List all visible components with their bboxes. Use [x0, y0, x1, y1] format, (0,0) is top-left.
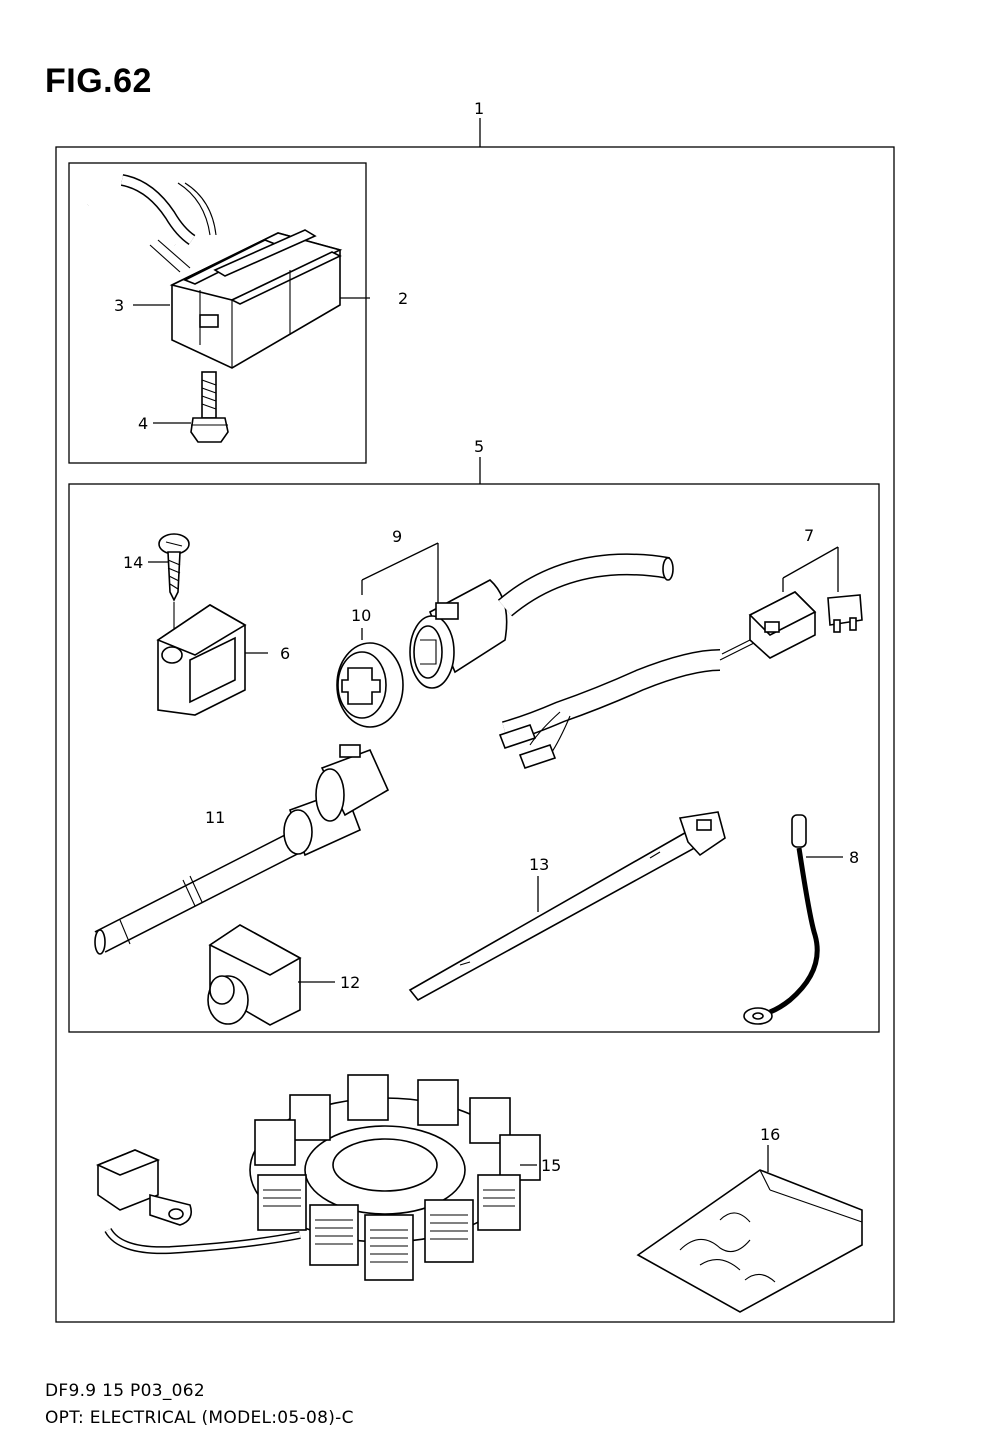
bolt-icon [190, 371, 229, 443]
lead-wire-icon [94, 744, 390, 955]
regulator-frame [68, 162, 367, 464]
figure-code: DF9.9 15 P03_062 [45, 1381, 205, 1401]
ground-wire-icon [743, 814, 820, 1025]
fuse-icon [827, 594, 863, 633]
callout-2: 2 [398, 289, 408, 308]
harness-kit-frame [68, 483, 880, 1033]
callout-9: 9 [392, 527, 402, 546]
callout-3: 3 [114, 296, 124, 315]
figure-description: OPT: ELECTRICAL (MODEL:05-08)-C [45, 1408, 354, 1428]
wire-harness-icon [498, 591, 817, 770]
kit-frame [55, 146, 895, 1323]
callout-11: 11 [205, 808, 225, 827]
callout-5: 5 [474, 437, 484, 456]
parts-bag-icon [636, 1169, 863, 1313]
connector-icon [409, 579, 508, 689]
callout-14: 14 [123, 553, 143, 572]
callout-13: 13 [529, 855, 549, 874]
grommet-icon [207, 924, 302, 1026]
callout-1: 1 [474, 99, 484, 118]
callout-7: 7 [804, 526, 814, 545]
callout-6: 6 [280, 644, 290, 663]
clamp-icon [156, 604, 247, 716]
lead-wire-icon [497, 553, 674, 617]
screw-icon [158, 533, 190, 640]
callout-8: 8 [849, 848, 859, 867]
callout-10: 10 [351, 606, 371, 625]
callout-15: 15 [541, 1156, 561, 1175]
rectifier-icon [85, 174, 343, 369]
connector-cap-icon [336, 642, 404, 728]
callout-12: 12 [340, 973, 360, 992]
figure-title: FIG.62 [45, 62, 152, 100]
cable-tie-icon [408, 811, 726, 1002]
stator-coil-icon [95, 1074, 541, 1281]
callout-16: 16 [760, 1125, 780, 1144]
callout-4: 4 [138, 414, 148, 433]
